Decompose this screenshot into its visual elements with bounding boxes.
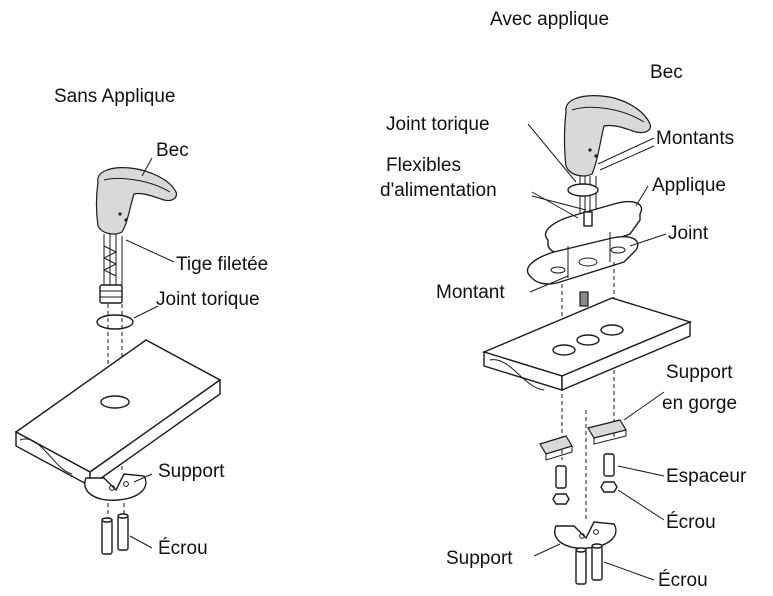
right-support — [554, 521, 617, 549]
right-label-joint: Joint — [668, 223, 709, 244]
left-assembly — [14, 157, 222, 555]
right-spacers — [555, 453, 615, 489]
right-label-support-gorge-2: en gorge — [662, 393, 738, 414]
left-nuts — [101, 513, 129, 555]
right-title: Avec applique — [490, 9, 610, 30]
left-label-joint-torique: Joint torique — [156, 289, 260, 310]
right-nuts-upper — [552, 481, 618, 505]
right-label-montant: Montant — [436, 282, 505, 303]
right-spout — [563, 95, 651, 177]
right-label-ecrou-lower: Écrou — [658, 570, 708, 591]
right-channel-supports — [539, 419, 627, 461]
right-label-bec: Bec — [650, 62, 683, 83]
right-label-flexibles-2: d'alimentation — [380, 180, 497, 201]
left-label-bec: Bec — [156, 140, 189, 161]
right-label-support: Support — [446, 548, 513, 569]
right-label-joint-torique: Joint torique — [386, 114, 490, 135]
right-deck — [481, 297, 693, 392]
right-label-montants: Montants — [656, 128, 735, 149]
left-deck — [14, 339, 222, 488]
left-spout — [95, 167, 177, 235]
right-label-flexibles-1: Flexibles — [386, 155, 461, 176]
right-assembly — [481, 95, 693, 585]
right-label-applique: Applique — [652, 175, 726, 196]
left-label-tige: Tige filetée — [176, 254, 269, 275]
right-label-ecrou-upper: Écrou — [666, 512, 716, 533]
right-label-espaceur: Espaceur — [666, 466, 747, 487]
left-label-ecrou: Écrou — [158, 538, 208, 559]
left-support — [84, 473, 147, 501]
right-o-ring — [567, 183, 599, 197]
left-hoses — [99, 234, 123, 304]
left-title: Sans Applique — [54, 86, 176, 107]
left-label-support: Support — [158, 461, 225, 482]
right-label-support-gorge-1: Support — [666, 362, 733, 383]
left-o-ring — [96, 314, 134, 330]
right-nuts-lower — [575, 543, 603, 585]
